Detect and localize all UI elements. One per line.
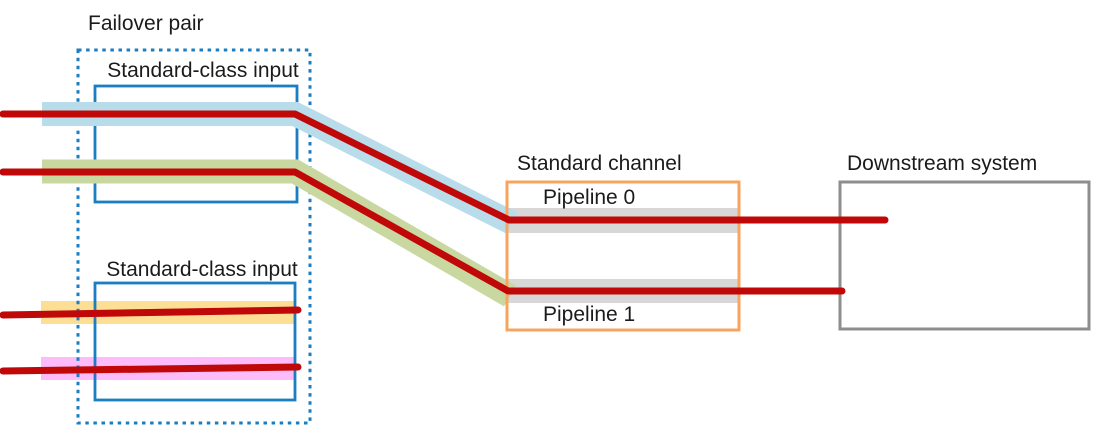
stream-b-line — [0, 168, 846, 295]
stream-a-line — [0, 110, 889, 224]
standard-class-input-bottom-label: Standard-class input — [106, 258, 298, 281]
standard-channel-label: Standard channel — [517, 152, 682, 175]
downstream-system-box — [838, 180, 1091, 331]
standard-class-input-top-box — [93, 84, 299, 204]
stream-c-line — [0, 306, 302, 319]
stream-d-line — [0, 363, 302, 375]
pipeline-0-label: Pipeline 0 — [543, 186, 635, 209]
downstream-system-label: Downstream system — [847, 152, 1037, 175]
standard-class-input-bottom-box — [93, 281, 297, 402]
standard-channel-box — [505, 180, 741, 332]
pipeline-1-label: Pipeline 1 — [543, 303, 635, 326]
failover-pair-label: Failover pair — [88, 12, 204, 35]
failover-pair-boundary — [76, 48, 312, 425]
standard-class-input-top-label: Standard-class input — [107, 59, 299, 82]
